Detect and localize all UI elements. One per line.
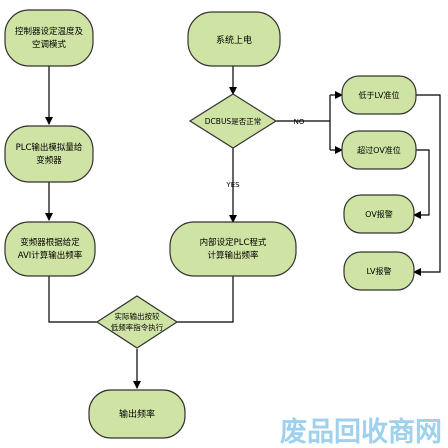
label-ctrl-set-2: 空调模式 [32,39,67,50]
node-ov-alarm [343,194,415,234]
node-labels: 控制器设定温度及 空调模式 PLC输出模拟量给 变频器 变频器根据给定 AVI计… [15,26,401,420]
node-power-on [187,11,281,67]
label-inverter-calc-1: 变频器根据给定 [20,237,80,248]
label-inverter-calc-2: AVI计算输出频率 [18,250,83,261]
label-actual-exec-1: 实际输出按较 [115,311,160,321]
label-output-freq: 输出频率 [119,408,155,420]
edge-plc-internal-to-exec [164,276,234,326]
label-lv-alarm: LV报警 [366,266,391,276]
node-actual-exec [95,295,179,349]
edge-inverter-to-exec [48,276,111,326]
label-below-lv: 低于LV准位 [358,90,399,100]
label-actual-exec-2: 低频率指令执行 [111,322,164,332]
node-plc-output [4,125,94,183]
label-plc-output-2: 变频器 [36,155,62,166]
nodes [4,9,417,439]
label-plc-internal-1: 内部设定PLC程式 [200,237,267,248]
label-above-ov: 超过OV准位 [357,145,401,155]
label-power-on: 系统上电 [216,34,252,46]
node-inverter-calc [4,221,96,277]
node-dcbus-check [188,93,278,149]
node-output-freq [88,389,186,439]
node-ctrl-set [4,9,94,67]
node-plc-internal [169,221,297,277]
edge-label-no: NO [294,118,305,126]
label-dcbus-check: DCBUS是否正常 [205,117,261,126]
node-above-ov [341,130,417,170]
label-plc-output-1: PLC输出模拟量给 [16,142,83,153]
edges [45,66,441,389]
edge-label-yes: YES [225,181,240,189]
node-below-lv [341,75,417,115]
label-ctrl-set-1: 控制器设定温度及 [15,26,84,37]
edge-above-ov-to-ov-alarm [413,149,430,219]
edge-below-lv-to-lv-alarm [413,94,441,276]
label-ov-alarm: OV报警 [365,209,393,219]
watermark-text: 废品回收商网 [280,416,442,448]
label-plc-internal-2: 计算输出频率 [207,250,259,261]
node-lv-alarm [343,251,415,291]
